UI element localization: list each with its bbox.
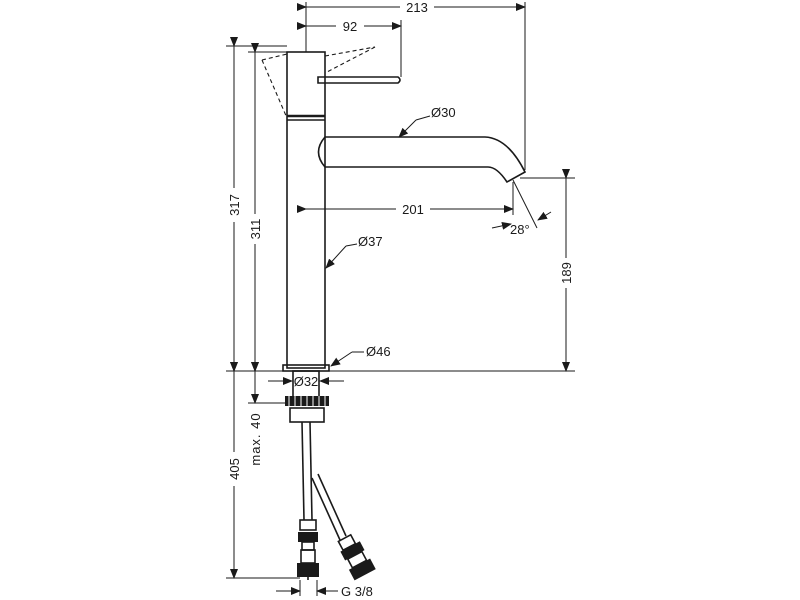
mounting-assembly (226, 370, 575, 581)
svg-text:28°: 28° (510, 222, 530, 237)
dimension-28-angle: 28° (491, 179, 552, 237)
svg-text:Ø32: Ø32 (294, 374, 319, 389)
svg-text:311: 311 (248, 219, 263, 240)
svg-text:Ø30: Ø30 (431, 105, 456, 120)
dimension-201: 201 (297, 182, 514, 217)
dimension-405: 405 (226, 362, 300, 579)
svg-text:max. 40: max. 40 (248, 412, 263, 465)
dimension-317: 317 (226, 37, 287, 372)
diameter-46-callout: Ø46 (330, 344, 391, 367)
dimension-max-40: max. 40 (248, 362, 285, 472)
thread-g38-callout: G 3/8 (276, 580, 373, 599)
dimension-213: 213 (297, 0, 526, 170)
diameter-37-callout: Ø37 (325, 234, 383, 269)
dimension-92: 92 (297, 19, 402, 77)
dimension-311: 311 (248, 43, 287, 372)
diameter-30-callout: Ø30 (398, 105, 456, 138)
svg-text:Ø46: Ø46 (366, 344, 391, 359)
svg-text:317: 317 (227, 194, 242, 216)
diameter-32-callout: Ø32 (268, 374, 344, 389)
svg-text:189: 189 (559, 262, 574, 284)
svg-text:G 3/8: G 3/8 (341, 584, 373, 599)
svg-text:405: 405 (227, 458, 242, 480)
svg-text:213: 213 (406, 0, 428, 15)
svg-text:201: 201 (402, 202, 424, 217)
svg-text:Ø37: Ø37 (358, 234, 383, 249)
dimension-189: 189 (520, 169, 575, 372)
svg-text:92: 92 (343, 19, 357, 34)
handle-swing-dashed (261, 46, 376, 119)
